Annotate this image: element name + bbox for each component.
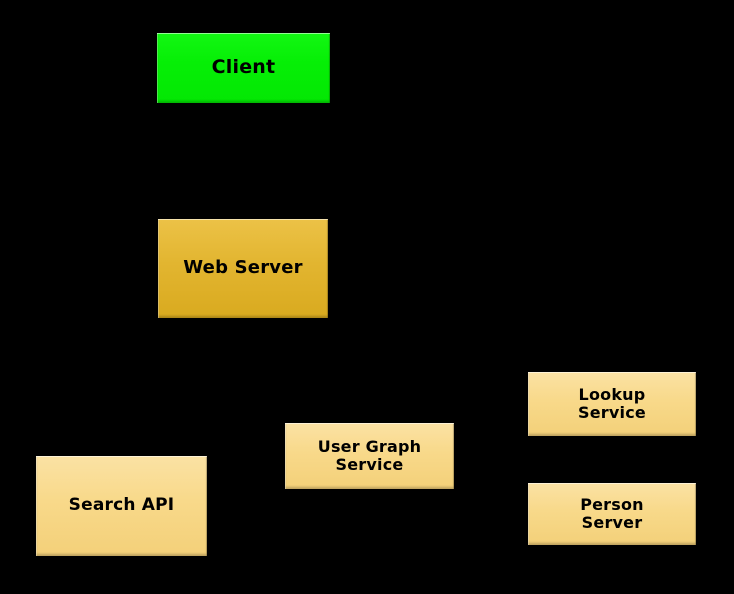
diagram-node-web-server[interactable]: Web Server xyxy=(158,219,328,318)
diagram-node-client[interactable]: Client xyxy=(157,33,330,103)
diagram-node-lookup-service[interactable]: Lookup Service xyxy=(528,372,696,436)
node-label-user-graph-service: User Graph Service xyxy=(317,437,422,474)
node-label-web-server: Web Server xyxy=(183,257,303,279)
node-label-person-server: Person Server xyxy=(580,495,644,532)
node-label-lookup-service: Lookup Service xyxy=(578,385,646,422)
diagram-node-search-api[interactable]: Search API xyxy=(36,456,207,556)
node-label-search-api: Search API xyxy=(68,495,175,516)
diagram-node-user-graph-service[interactable]: User Graph Service xyxy=(285,423,454,489)
diagram-node-person-server[interactable]: Person Server xyxy=(528,483,696,545)
node-label-client: Client xyxy=(211,56,276,79)
